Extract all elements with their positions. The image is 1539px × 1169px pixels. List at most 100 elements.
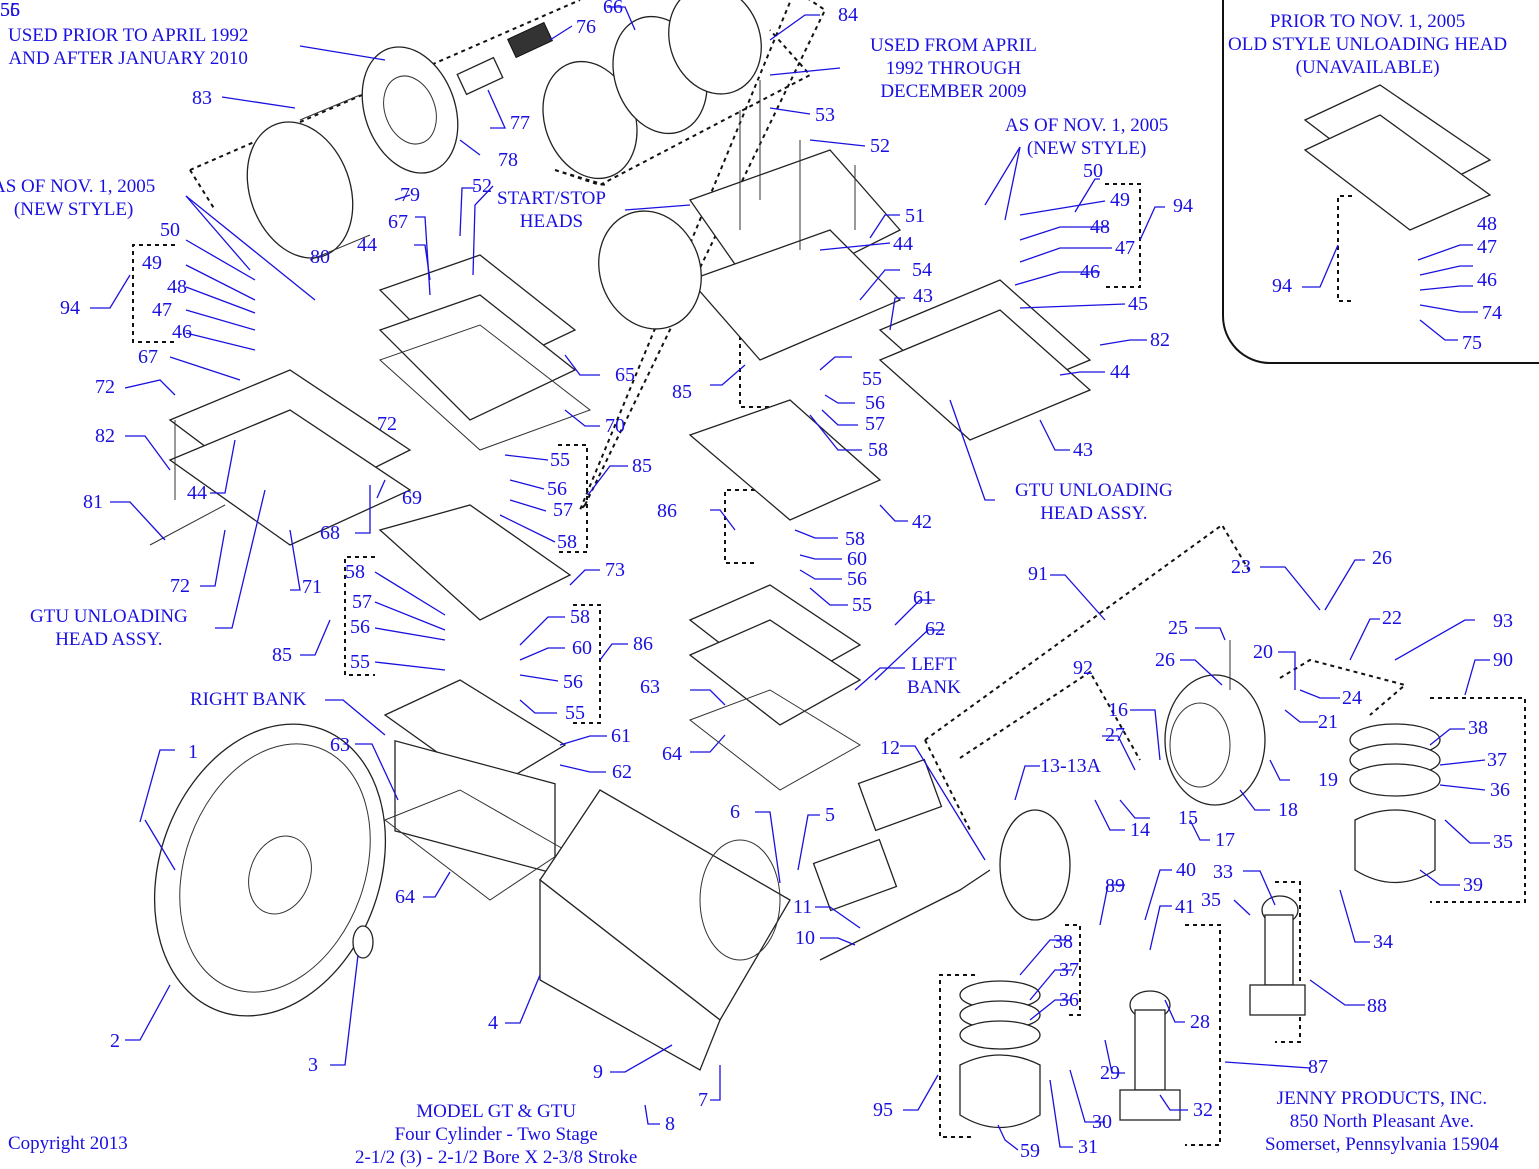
part-label-88: 88 xyxy=(1367,995,1387,1017)
air-filter-new-66 xyxy=(542,0,762,180)
air-filter-stem-76-77 xyxy=(456,21,554,96)
part-label-2: 2 xyxy=(110,1030,120,1052)
part-label-42: 42 xyxy=(912,511,932,533)
part-label-73: 73 xyxy=(605,559,625,581)
part-label-13-13a: 13-13A xyxy=(1040,755,1102,777)
part-label-50: 50 xyxy=(160,219,180,241)
part-label-17: 17 xyxy=(1215,829,1235,851)
part-label-48: 48 xyxy=(1090,216,1110,238)
crankshaft-pistons xyxy=(812,758,1071,961)
part-label-37: 37 xyxy=(1487,749,1507,771)
part-label-16: 16 xyxy=(1108,699,1128,721)
part-label-9: 9 xyxy=(593,1061,603,1083)
part-label-49: 49 xyxy=(1110,189,1130,211)
part-label-35: 35 xyxy=(1201,889,1221,911)
part-label-43: 43 xyxy=(1073,439,1093,461)
part-label-75: 75 xyxy=(1462,332,1482,354)
part-label-56: 56 xyxy=(547,478,567,500)
group-box-89 xyxy=(1065,924,1081,1016)
part-label-38: 38 xyxy=(1053,931,1073,953)
part-label-93: 93 xyxy=(1493,610,1513,632)
part-label-86: 86 xyxy=(633,633,653,655)
part-label-44: 44 xyxy=(187,482,207,504)
part-label-62: 62 xyxy=(612,761,632,783)
title-block: MODEL GT & GTU Four Cylinder - Two Stage… xyxy=(355,1100,637,1169)
part-label-92: 92 xyxy=(1073,657,1093,679)
part-label-91: 91 xyxy=(1028,563,1048,585)
group-box-94-inset xyxy=(1337,195,1352,302)
part-label-90: 90 xyxy=(1493,649,1513,671)
part-label-11: 11 xyxy=(793,896,813,918)
part-label-22: 22 xyxy=(1382,607,1402,629)
caption-as-of-right: AS OF NOV. 1, 2005 (NEW STYLE) xyxy=(1005,115,1169,159)
model-spec: 2-1/2 (3) - 2-1/2 Bore X 2-3/8 Stroke xyxy=(355,1147,638,1168)
part-label-94: 94 xyxy=(60,297,80,319)
part-label-53: 53 xyxy=(815,104,835,126)
part-label-67: 67 xyxy=(138,346,158,368)
part-label-4: 4 xyxy=(488,1012,498,1034)
group-box-88 xyxy=(1275,881,1301,1043)
part-label-65: 65 xyxy=(615,364,635,386)
part-label-78: 78 xyxy=(498,149,518,171)
part-label-64: 64 xyxy=(395,886,415,908)
part-label-55: 55 xyxy=(0,0,20,21)
caption-used-from: USED FROM APRIL 1992 THROUGH DECEMBER 20… xyxy=(870,35,1037,102)
part-label-60: 60 xyxy=(572,637,592,659)
part-label-85: 85 xyxy=(672,381,692,403)
part-label-83: 83 xyxy=(192,87,212,109)
part-label-61: 61 xyxy=(913,587,933,609)
part-label-15: 15 xyxy=(1178,807,1198,829)
part-label-27: 27 xyxy=(1105,724,1125,746)
part-label-94: 94 xyxy=(1173,195,1193,217)
copyright: Copyright 2013 xyxy=(8,1133,128,1154)
part-label-89: 89 xyxy=(1105,875,1125,897)
part-label-69: 69 xyxy=(402,487,422,509)
part-label-56: 56 xyxy=(563,671,583,693)
part-label-10: 10 xyxy=(795,927,815,949)
valve-plate-73 xyxy=(378,504,572,621)
part-label-36: 36 xyxy=(1059,989,1079,1011)
connecting-rod-28 xyxy=(1119,990,1181,1121)
part-label-36: 36 xyxy=(1490,779,1510,801)
part-label-23: 23 xyxy=(1231,556,1251,578)
part-label-6: 6 xyxy=(730,801,740,823)
part-label-47: 47 xyxy=(152,299,172,321)
part-label-26: 26 xyxy=(1372,547,1392,569)
part-label-57: 57 xyxy=(865,413,885,435)
part-label-20: 20 xyxy=(1253,641,1273,663)
caption-used-prior: USED PRIOR TO APRIL 1992 AND AFTER JANUA… xyxy=(8,25,249,69)
part-label-56: 56 xyxy=(847,568,867,590)
part-label-82: 82 xyxy=(1150,329,1170,351)
part-label-33: 33 xyxy=(1213,861,1233,883)
part-label-74: 74 xyxy=(1482,302,1502,324)
company-city: Somerset, Pennsylvania 15904 xyxy=(1265,1134,1499,1155)
part-label-81: 81 xyxy=(83,491,103,513)
part-label-61: 61 xyxy=(611,725,631,747)
part-label-34: 34 xyxy=(1373,931,1393,953)
part-label-72: 72 xyxy=(95,376,115,398)
piston-59 xyxy=(959,980,1041,1129)
part-label-39: 39 xyxy=(1463,874,1483,896)
group-box-91 xyxy=(924,523,1251,741)
part-label-29: 29 xyxy=(1100,1062,1120,1084)
part-label-87: 87 xyxy=(1308,1056,1328,1078)
part-label-26: 26 xyxy=(1155,649,1175,671)
part-label-85: 85 xyxy=(632,455,652,477)
part-label-38: 38 xyxy=(1468,717,1488,739)
valve-plate-42 xyxy=(688,399,882,521)
model-subtitle: Four Cylinder - Two Stage xyxy=(394,1124,598,1145)
part-label-35: 35 xyxy=(1493,831,1513,853)
group-box-air-filter-old-outline xyxy=(189,0,581,211)
group-box-90 xyxy=(1430,697,1526,903)
part-label-25: 25 xyxy=(1168,617,1188,639)
part-label-86: 86 xyxy=(657,500,677,522)
part-label-21: 21 xyxy=(1318,711,1338,733)
part-label-14: 14 xyxy=(1130,819,1150,841)
part-label-24: 24 xyxy=(1342,687,1362,709)
part-label-5: 5 xyxy=(825,804,835,826)
part-label-47: 47 xyxy=(1477,236,1497,258)
part-label-19: 19 xyxy=(1318,769,1338,791)
caption-left-bank: LEFT BANK xyxy=(907,654,961,698)
part-label-44: 44 xyxy=(893,233,913,255)
leader-lines xyxy=(90,6,1490,1151)
